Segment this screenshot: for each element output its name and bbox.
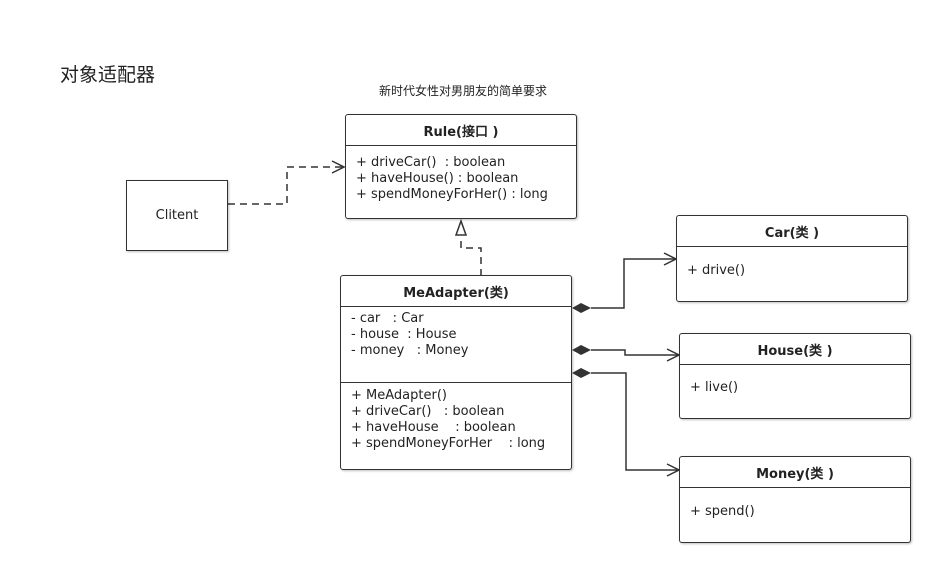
field: - house : House xyxy=(351,327,457,342)
class-name: Money(类 ) xyxy=(680,457,910,488)
car-class-box[interactable]: Car(类 ) + drive() xyxy=(676,215,908,302)
diagram-caption: 新时代女性对男朋友的简单要求 xyxy=(379,84,548,98)
page-title: 对象适配器 xyxy=(60,64,156,86)
adapter-to-house-composition xyxy=(591,350,679,355)
field: - money : Money xyxy=(351,343,469,358)
money-class-box[interactable]: Money(类 ) + spend() xyxy=(679,456,911,543)
client-box[interactable]: Clitent xyxy=(126,180,228,251)
adapter-realizes-rule-line xyxy=(460,236,482,276)
method-list: + drive() xyxy=(677,247,907,283)
composition-diamond-icon xyxy=(572,303,591,313)
method: + driveCar() : boolean xyxy=(351,404,505,419)
adapter-to-money-composition xyxy=(591,372,679,470)
method-list: + driveCar() : boolean + haveHouse() : b… xyxy=(346,146,576,207)
adapter-to-car-composition xyxy=(591,259,676,309)
method-list: + live() xyxy=(680,365,910,400)
method: + haveHouse : boolean xyxy=(351,420,516,435)
method: + spendMoneyForHer() : long xyxy=(356,187,548,202)
method-list: + spend() xyxy=(680,488,910,524)
method: + driveCar() : boolean xyxy=(356,155,506,170)
rule-interface-box[interactable]: Rule(接口 ) + driveCar() : boolean + haveH… xyxy=(345,114,577,219)
realization-triangle-icon xyxy=(454,218,468,236)
field-list: - car : Car - house : House - money : Mo… xyxy=(341,307,571,382)
class-name: MeAdapter(类) xyxy=(341,276,571,307)
class-name: House(类 ) xyxy=(680,334,910,365)
method: + drive() xyxy=(687,263,746,278)
client-to-rule-dependency xyxy=(228,167,344,205)
method: + haveHouse() : boolean xyxy=(356,171,519,186)
method: + live() xyxy=(690,380,739,395)
composition-diamond-icon xyxy=(572,368,591,378)
field: - car : Car xyxy=(351,311,424,326)
me-adapter-class-box[interactable]: MeAdapter(类) - car : Car - house : House… xyxy=(340,275,572,470)
method: + spend() xyxy=(690,504,755,519)
class-name: Car(类 ) xyxy=(677,216,907,247)
client-label: Clitent xyxy=(155,208,199,223)
class-name: Rule(接口 ) xyxy=(346,115,576,146)
method: + MeAdapter() xyxy=(351,388,447,403)
house-class-box[interactable]: House(类 ) + live() xyxy=(679,333,911,419)
composition-diamond-icon xyxy=(572,345,591,355)
method: + spendMoneyForHer : long xyxy=(351,436,546,451)
method-list: + MeAdapter() + driveCar() : boolean + h… xyxy=(341,382,571,456)
